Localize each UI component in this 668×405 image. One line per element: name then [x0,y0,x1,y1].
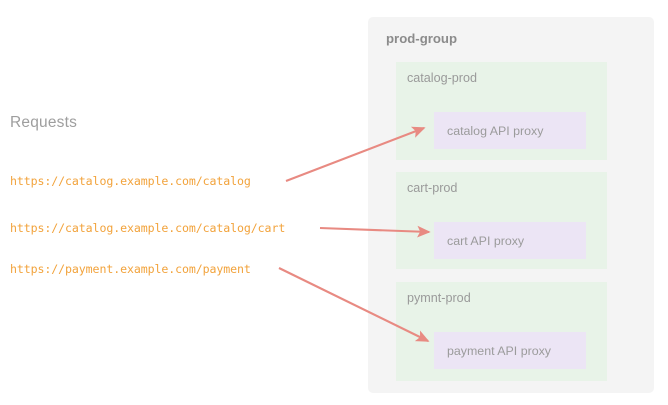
proxy-label-payment: payment API proxy [447,343,551,358]
proxy-box-cart[interactable]: cart API proxy [434,222,586,259]
env-box-cart-prod: cart-prod cart API proxy [396,172,607,269]
request-url-catalog: https://catalog.example.com/catalog [10,174,251,188]
proxy-label-cart: cart API proxy [447,233,525,248]
env-title-cart-prod: cart-prod [407,181,458,195]
request-url-cart: https://catalog.example.com/catalog/cart [10,221,286,235]
request-url-payment: https://payment.example.com/payment [10,262,251,276]
proxy-label-catalog: catalog API proxy [447,123,544,138]
env-title-catalog-prod: catalog-prod [407,71,478,85]
env-title-pymnt-prod: pymnt-prod [407,291,471,305]
proxy-box-payment[interactable]: payment API proxy [434,332,586,369]
env-box-catalog-prod: catalog-prod catalog API proxy [396,62,607,160]
prod-group-title: prod-group [386,31,458,46]
requests-heading: Requests [10,114,78,131]
env-box-pymnt-prod: pymnt-prod payment API proxy [396,282,607,381]
proxy-box-catalog[interactable]: catalog API proxy [434,112,586,149]
prod-group-panel: prod-group catalog-prod catalog API prox… [368,17,654,393]
